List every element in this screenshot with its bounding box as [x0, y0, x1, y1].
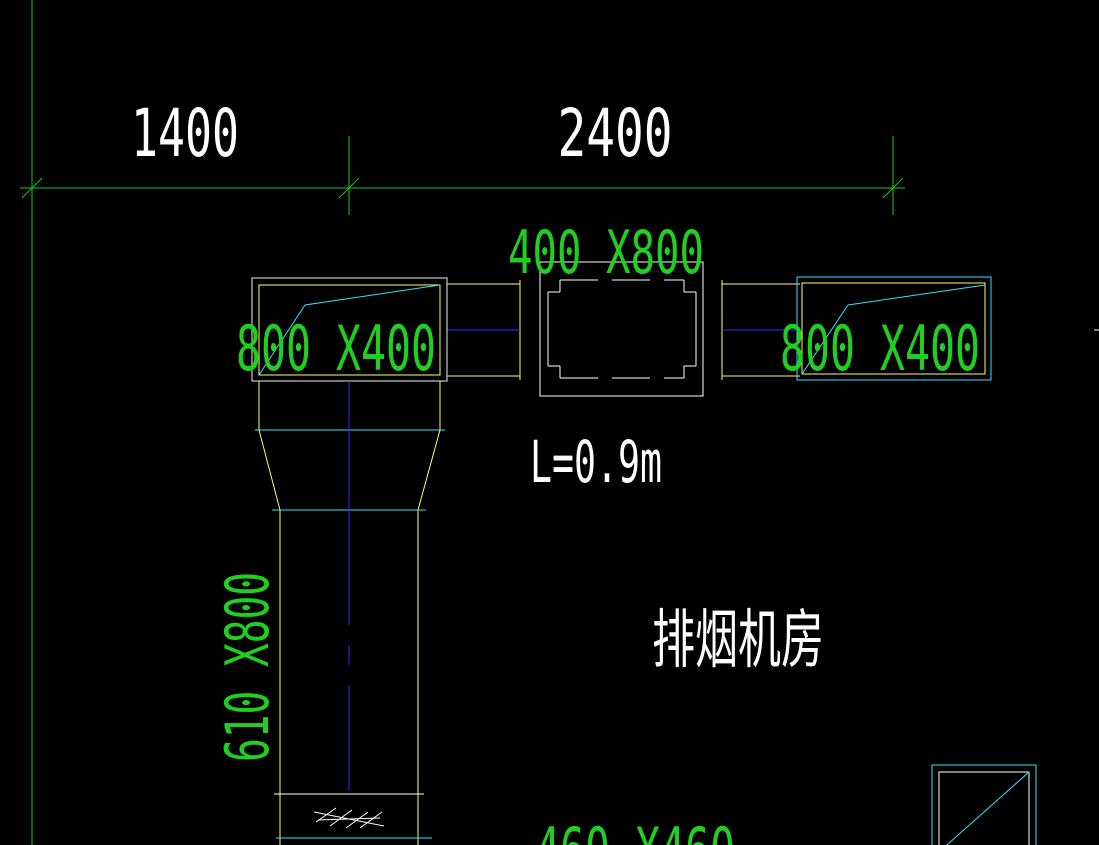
vertical-duct-body: [274, 510, 432, 845]
duct-size-label-right-box: 800 X400: [780, 312, 980, 385]
dimension-label-left: 1400: [131, 95, 239, 172]
dimension-line-group: [20, 136, 905, 215]
dimension-label-right: 2400: [558, 95, 673, 172]
duct-size-label-top-center: 400 X800: [508, 218, 704, 288]
dimension-tick-right: [882, 177, 904, 199]
right-elbow-box: [796, 276, 992, 381]
room-label: 排烟机房: [652, 604, 824, 678]
length-note: L=0.9m: [530, 428, 662, 496]
dimension-tick-left: [21, 177, 43, 199]
duct-size-label-vertical: 610 X800: [213, 572, 283, 762]
dimension-tick-middle: [338, 177, 360, 199]
bottom-right-diffuser-box: [931, 764, 1037, 845]
vertical-duct-transition: [255, 381, 445, 511]
center-fan-box: [539, 261, 704, 397]
duct-grille-hatch: [313, 807, 385, 829]
duct-size-label-left-box: 800 X400: [236, 312, 436, 385]
duct-size-label-bottom: 460 X460: [535, 814, 735, 845]
